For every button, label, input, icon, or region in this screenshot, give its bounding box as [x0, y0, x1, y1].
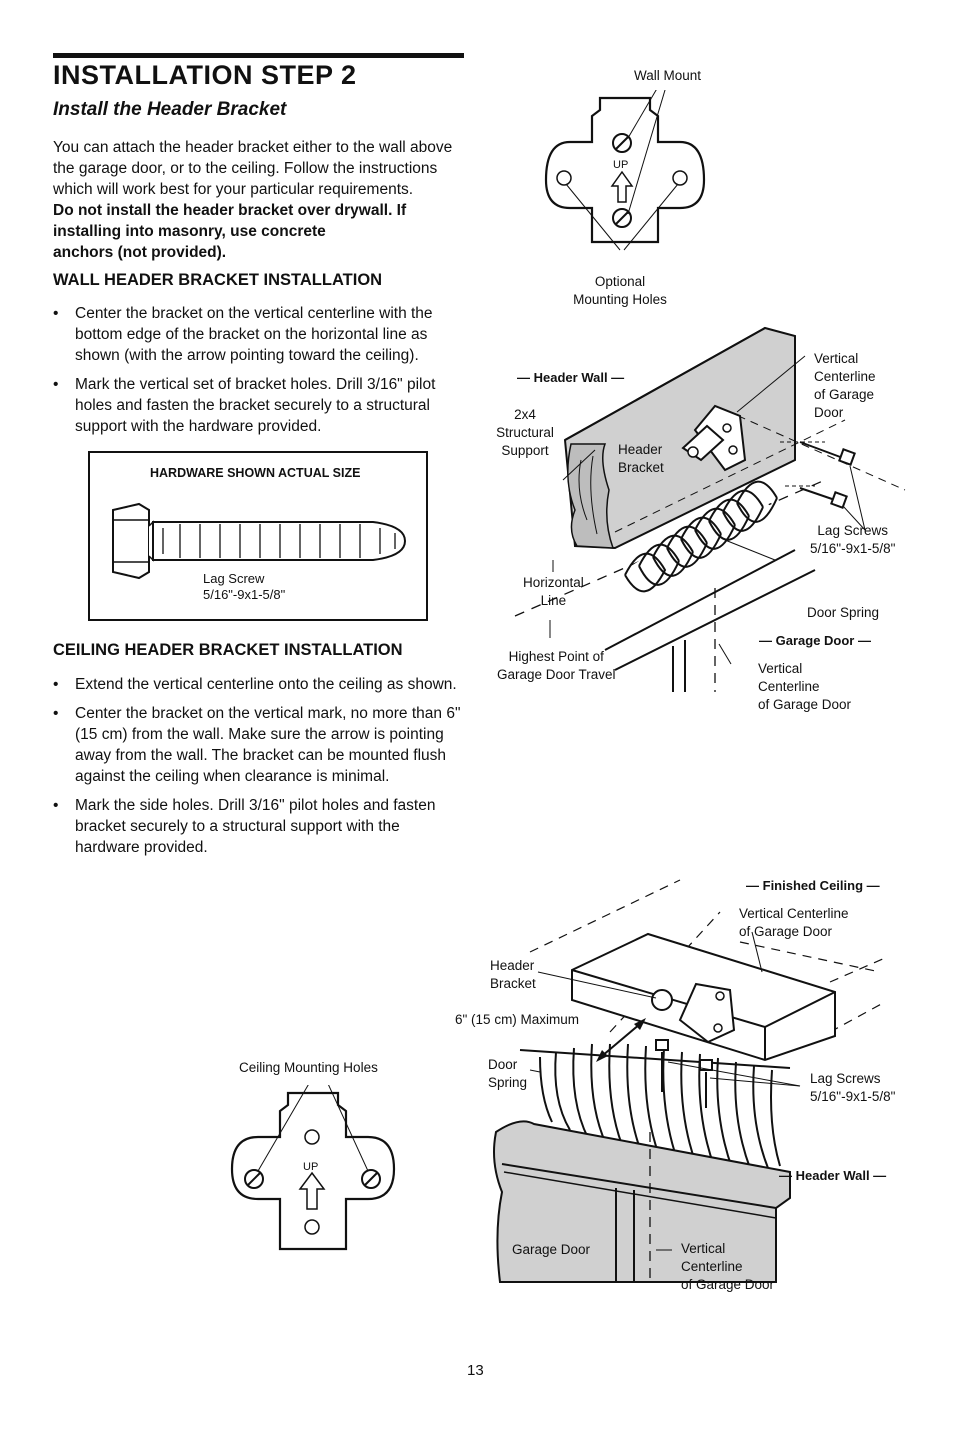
ceiling-holes-label: Ceiling Mounting Holes — [239, 1060, 378, 1075]
list-item: Center the bracket on the vertical cente… — [53, 303, 465, 366]
garage-door-label-2: Garage Door — [512, 1242, 591, 1257]
door-spring-label-2: Door Spring — [488, 1057, 528, 1090]
list-item: Center the bracket on the vertical mark,… — [53, 703, 465, 787]
wall-section-heading: WALL HEADER BRACKET INSTALLATION — [53, 271, 383, 289]
header-wall-text: Header Wall — [533, 370, 608, 385]
lag-screw-label: Lag Screw 5/16"-9x1-5/8" — [203, 571, 286, 602]
highest-point-label: Highest Point of Garage Door Travel — [497, 649, 616, 682]
ceiling-installation-figure — [493, 879, 886, 1283]
max-distance-label: 6" (15 cm) Maximum — [455, 1012, 580, 1027]
intro-line: which will work best for your particular… — [53, 181, 414, 198]
list-item: Mark the side holes. Drill 3/16" pilot h… — [53, 795, 465, 858]
vertical-centerline-label-2: Vertical Centerline of Garage Door — [758, 661, 852, 712]
lag-screws-label: Lag Screws 5/16"-9x1-5/8" — [810, 523, 896, 556]
structural-support-label: 2x4 Structural Support — [496, 407, 554, 458]
hardware-box-title: HARDWARE SHOWN ACTUAL SIZE — [150, 466, 361, 480]
header-wall-label-2: — Header Wall — — [779, 1168, 887, 1183]
horizontal-line-label: Horizontal Line — [523, 575, 584, 608]
lag-screws-label-2: Lag Screws 5/16"-9x1-5/8" — [810, 1071, 896, 1104]
up-label: UP — [613, 159, 629, 171]
finished-ceiling-text: Finished Ceiling — [762, 878, 864, 893]
hardware-box — [88, 451, 428, 621]
lag-screw-icon — [112, 502, 407, 580]
page-title: INSTALLATION STEP 2 — [53, 60, 357, 90]
ceiling-section-heading: CEILING HEADER BRACKET INSTALLATION — [53, 641, 403, 659]
vertical-centerline-label: Vertical Centerline of Garage Door — [814, 351, 876, 420]
header-wall-text-2: Header Wall — [795, 1168, 870, 1183]
finished-ceiling-label: — Finished Ceiling — — [746, 878, 880, 893]
ceiling-mount-bracket-figure — [230, 1085, 396, 1251]
wall-installation-figure — [514, 326, 906, 692]
wall-mount-label: Wall Mount — [634, 68, 702, 83]
wall-bullet-list: Center the bracket on the vertical cente… — [53, 303, 465, 445]
list-item: Mark the vertical set of bracket holes. … — [53, 374, 465, 437]
up-label: UP — [303, 1161, 319, 1173]
garage-door-label: — Garage Door — — [759, 633, 871, 648]
page-subtitle: Install the Header Bracket — [53, 99, 287, 120]
header-wall-label: — Header Wall — — [517, 370, 625, 385]
title-rule — [53, 53, 464, 58]
intro-paragraph: You can attach the header bracket either… — [53, 137, 463, 263]
wall-mount-bracket-figure — [544, 90, 706, 251]
ceiling-bullet-list: Extend the vertical centerline onto the … — [53, 674, 465, 866]
list-item: Extend the vertical centerline onto the … — [53, 674, 465, 695]
garage-door-text: Garage Door — [775, 633, 855, 648]
warning-line: installing into masonry, use concrete — [53, 223, 326, 240]
header-bracket-label-2: Header Bracket — [490, 958, 536, 991]
vertical-centerline-label-3: Vertical Centerline of Garage Door — [739, 906, 849, 939]
vertical-centerline-label-4: Vertical Centerline of Garage Door — [681, 1241, 775, 1292]
warning-line: anchors (not provided). — [53, 244, 227, 261]
header-bracket-label: Header Bracket — [618, 442, 664, 475]
door-spring-label: Door Spring — [807, 605, 880, 620]
warning-line: Do not install the header bracket over d… — [53, 202, 407, 219]
intro-line: the garage door, or to the ceiling. Foll… — [53, 160, 438, 177]
optional-holes-label: Optional Mounting Holes — [573, 274, 667, 307]
intro-line: You can attach the header bracket either… — [53, 139, 453, 156]
page-number: 13 — [467, 1362, 484, 1379]
